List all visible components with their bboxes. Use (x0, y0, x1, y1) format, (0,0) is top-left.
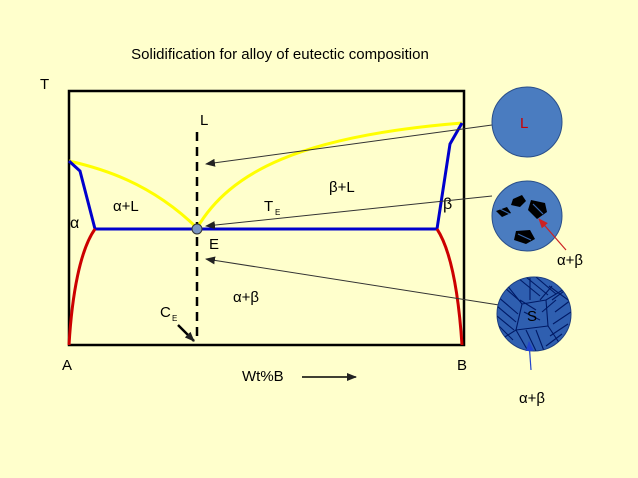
solid-phase-pointer (525, 341, 534, 371)
solidus-left (67, 159, 97, 230)
liquidus-curve (68, 121, 463, 231)
component-b-label: B (457, 357, 467, 374)
eutectic-temperature-subscript: E (275, 208, 280, 217)
liquid-microstructure-label: L (520, 115, 528, 132)
eutectic-state-arrow (205, 195, 493, 230)
temperature-axis-label: T (40, 76, 49, 93)
solid-particle (511, 195, 526, 207)
diagram-title: Solidification for alloy of eutectic com… (131, 46, 429, 63)
eutectic-temperature-label: T (264, 198, 273, 215)
beta-liquid-region-label: β+L (329, 179, 355, 196)
alpha-region-label: α (70, 215, 79, 232)
solid-state-arrow (205, 256, 500, 306)
solvus-left (67, 228, 97, 346)
solid-phase-label: α+β (519, 390, 545, 407)
alpha-liquid-region-label: α+L (113, 198, 139, 215)
composition-pointer-arrow (177, 324, 195, 342)
solid-microstructure-label: S (527, 308, 537, 325)
solid-particle (496, 207, 511, 217)
liquid-microstructure: L (491, 86, 563, 158)
component-a-label: A (62, 357, 72, 374)
beta-region-label: β (443, 196, 452, 213)
solid-microstructure: S (496, 276, 572, 352)
mixed-phase-pointer (538, 218, 567, 251)
mixed-phase-label: α+β (557, 252, 583, 269)
solvus-right (435, 228, 464, 346)
eutectic-point-marker (191, 223, 203, 235)
alpha-beta-region-label: α+β (233, 289, 259, 306)
composition-axis-label: Wt%B (242, 368, 284, 385)
solidus-right (435, 122, 464, 230)
eutectic-composition-subscript: E (172, 314, 177, 323)
eutectic-composition-label: C (160, 304, 171, 321)
eutectic-point-label: E (209, 236, 219, 253)
diagram-frame (67, 89, 466, 347)
liquid-region-label: L (200, 112, 208, 129)
mixed-microstructure (491, 180, 563, 252)
liquid-state-arrow (205, 124, 493, 167)
solid-particle (528, 200, 547, 219)
